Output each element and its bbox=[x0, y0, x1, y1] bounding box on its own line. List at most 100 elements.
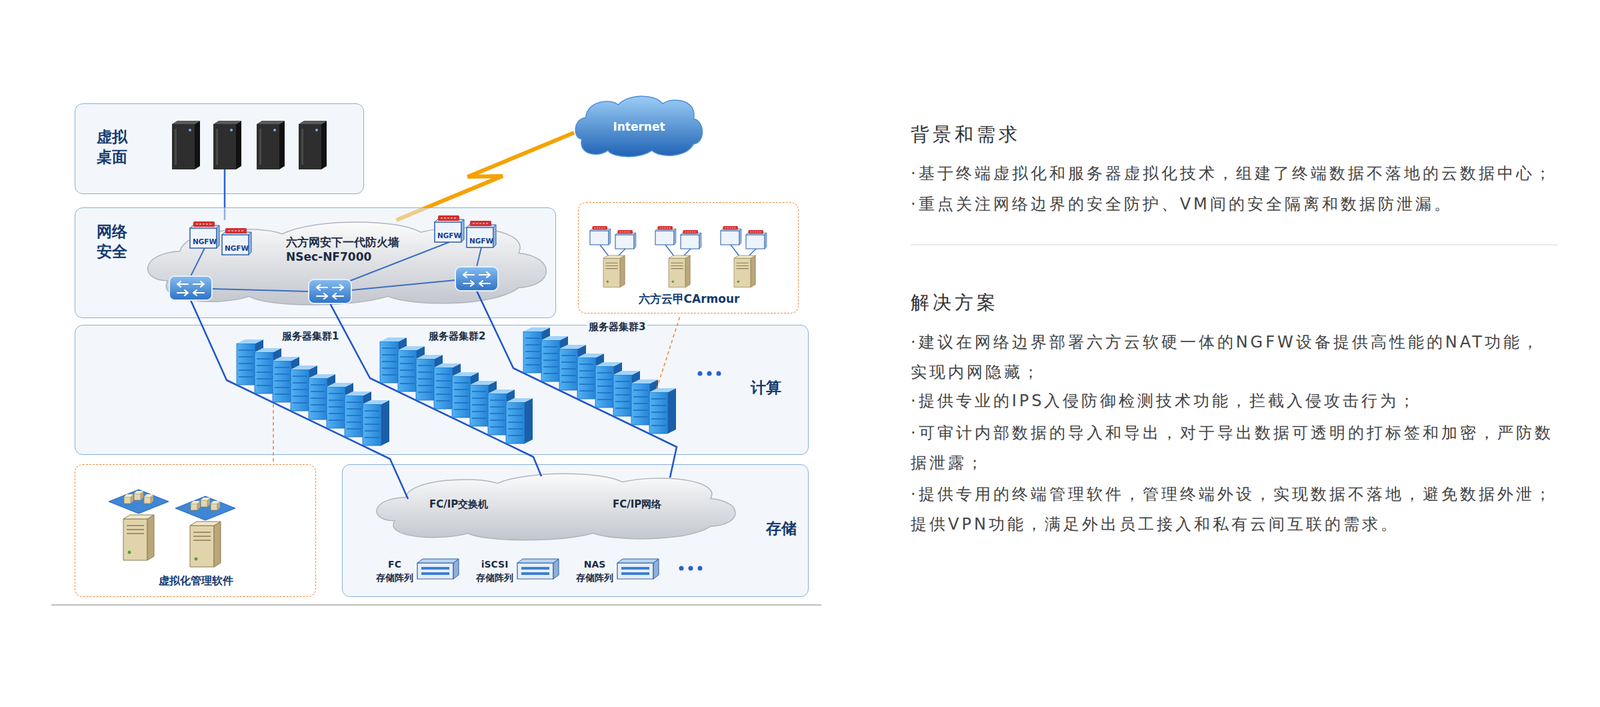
virtual-firewall bbox=[746, 230, 767, 249]
label-slot: NGFW bbox=[190, 234, 220, 247]
ellipsis-dot bbox=[688, 566, 694, 571]
ellipsis-dot bbox=[698, 371, 703, 376]
label-slot: 服务器集群1 bbox=[280, 329, 341, 343]
server-rack bbox=[613, 370, 640, 416]
carmour-wire bbox=[748, 248, 756, 256]
separator-rule bbox=[910, 244, 1558, 246]
server-rack bbox=[434, 363, 461, 409]
label-slot: 服务器集群2 bbox=[426, 329, 488, 343]
server-tower bbox=[734, 255, 756, 288]
label-slot: NGFW bbox=[434, 228, 464, 241]
node-title: 虚拟 桌面 bbox=[96, 126, 133, 167]
label-slot: iSCSI 存储阵列 bbox=[473, 557, 516, 584]
text-slot: 计算 bbox=[750, 377, 791, 398]
vm-cube bbox=[144, 494, 154, 504]
virtual-firewall bbox=[655, 226, 676, 245]
carmour-wire bbox=[600, 244, 609, 256]
bullet-text: ·重点关注网络边界的安全防护、VM间的安全隔离和数据防泄漏。 bbox=[910, 189, 1453, 220]
label-slot: NGFW bbox=[222, 240, 252, 254]
cloud-wire bbox=[346, 242, 450, 282]
server-rack bbox=[326, 382, 354, 428]
network-wire bbox=[330, 303, 542, 476]
server-rack bbox=[541, 336, 568, 382]
server-rack bbox=[236, 339, 264, 385]
label-slot: ·提供专业的IPS入侵防御检测技术功能，拦截入侵攻击行为； bbox=[910, 386, 1584, 416]
vm-platform bbox=[175, 496, 236, 520]
carmour-wire bbox=[600, 244, 756, 256]
internet-cloud: Internet bbox=[574, 94, 704, 158]
cloud-shape bbox=[148, 222, 547, 305]
cloud-wire bbox=[476, 247, 482, 267]
label-slot: NAS 存储阵列 bbox=[573, 557, 616, 584]
cloud-shape bbox=[376, 473, 736, 540]
label-slot: 背景和需求 bbox=[910, 121, 1311, 148]
text-slot: Internet bbox=[574, 118, 704, 135]
server-rack bbox=[631, 379, 658, 425]
virtualization-box: 虚拟化管理软件 bbox=[74, 464, 316, 597]
thin-client bbox=[256, 120, 285, 170]
text-slot: 六方网安下一代防火墙 NSec-NF7000 bbox=[286, 234, 413, 264]
carmour-wire bbox=[665, 244, 674, 256]
node-text: FC/IP网络 bbox=[612, 497, 662, 511]
storage-array bbox=[417, 558, 459, 579]
cloud-wire bbox=[190, 242, 482, 292]
node-title: 存储 bbox=[766, 518, 797, 538]
device-label: NGFW bbox=[437, 231, 462, 240]
server-tower bbox=[123, 514, 154, 560]
server-rack bbox=[362, 400, 390, 446]
server-rack bbox=[523, 327, 550, 373]
network-wire bbox=[476, 290, 677, 478]
server-rack bbox=[649, 388, 676, 434]
text-slot: FC/IP网络 bbox=[612, 497, 693, 511]
desktop-panel: 虚拟 桌面 bbox=[74, 103, 364, 194]
node-title: 虚拟化管理软件 bbox=[158, 573, 234, 588]
device-label: NGFW bbox=[224, 244, 249, 253]
server-rack bbox=[577, 353, 604, 399]
node-title: 六方网安下一代防火墙 NSec-NF7000 bbox=[286, 234, 413, 264]
leader-line bbox=[272, 404, 274, 463]
cloud-shape bbox=[372, 472, 740, 542]
firewall-device bbox=[190, 221, 220, 248]
text-slot: 虚拟化管理软件 bbox=[75, 573, 317, 588]
label-slot: FC 存储阵列 bbox=[373, 557, 416, 584]
label-slot: ·提供专用的终端管理软件，管理终端外设，实现数据不落地，避免数据外泄； 提供VP… bbox=[910, 479, 1584, 540]
server-tower bbox=[668, 255, 690, 288]
ellipsis-dot bbox=[707, 371, 712, 376]
server-rack bbox=[308, 374, 336, 420]
bullet-text: ·基于终端虚拟化和服务器虚拟化技术，组建了终端数据不落地的云数据中心； bbox=[910, 158, 1554, 189]
leader-line bbox=[656, 316, 680, 389]
server-rack bbox=[344, 391, 372, 437]
firewall-device bbox=[466, 220, 496, 248]
cloud-wire bbox=[351, 280, 456, 290]
server-rack bbox=[416, 354, 443, 400]
virtual-firewall bbox=[680, 230, 702, 249]
storage-array-label: iSCSI 存储阵列 bbox=[473, 557, 516, 584]
carmour-wire bbox=[730, 244, 740, 256]
server-rack bbox=[398, 346, 425, 392]
device-label: NGFW bbox=[469, 236, 494, 246]
carmour-wire bbox=[683, 248, 691, 256]
server-rack bbox=[254, 348, 282, 394]
storage-array bbox=[617, 558, 659, 579]
carmour-wire bbox=[618, 248, 626, 256]
cloud-shape bbox=[575, 96, 702, 157]
server-rack bbox=[470, 380, 497, 426]
text-slot: 虚拟 桌面 bbox=[96, 126, 133, 167]
server-tower bbox=[190, 521, 221, 567]
storage-array-label: NAS 存储阵列 bbox=[573, 557, 616, 584]
cluster-label: 服务器集群2 bbox=[426, 329, 488, 343]
thin-client bbox=[213, 120, 242, 170]
firewall-cloud: 六方网安下一代防火墙 NSec-NF7000 bbox=[143, 220, 552, 307]
server-rack bbox=[488, 389, 515, 435]
security-panel: 六方网安下一代防火墙 NSec-NF7000 网络 安全 bbox=[74, 207, 556, 318]
node-title: 网络 安全 bbox=[96, 221, 133, 262]
virtual-firewall bbox=[590, 226, 611, 245]
vm-cube bbox=[134, 490, 144, 500]
label-slot: ·可审计内部数据的导入和导出，对于导出数据可透明的打标签和加密，严防数 据泄露； bbox=[910, 418, 1584, 478]
virtual-firewall bbox=[615, 230, 636, 249]
server-rack bbox=[559, 344, 586, 390]
compute-panel: 计算 bbox=[74, 324, 809, 455]
label-slot: 服务器集群3 bbox=[586, 320, 648, 334]
